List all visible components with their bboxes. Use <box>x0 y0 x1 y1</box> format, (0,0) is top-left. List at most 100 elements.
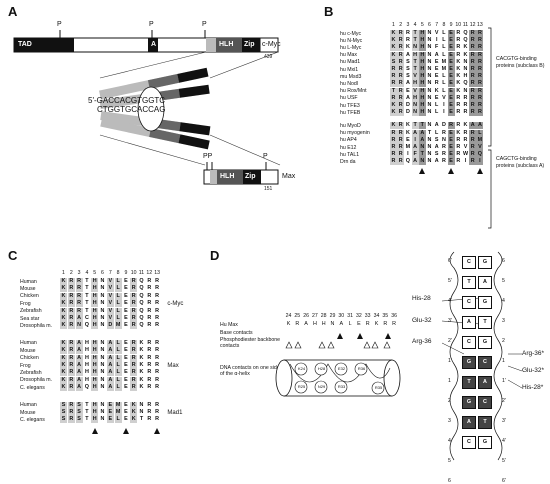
residue: V <box>106 292 114 300</box>
residue: V <box>106 285 114 293</box>
cmyc-hlh: HLH <box>219 41 234 48</box>
residue: H <box>91 384 99 392</box>
residue: N <box>100 285 105 292</box>
residue: K <box>60 339 67 347</box>
residue: T <box>85 278 89 284</box>
residue: H <box>91 278 99 285</box>
base-pair-right: T <box>478 316 492 329</box>
sequence-name: mu Msd3 <box>340 73 362 80</box>
residue: A <box>75 339 83 347</box>
residue: L <box>442 37 446 44</box>
residue: R <box>130 362 138 369</box>
residue: L <box>114 300 122 308</box>
residue-number: 24 <box>285 313 292 319</box>
helix-residue: R36 <box>357 366 366 371</box>
residue: L <box>114 292 122 300</box>
species-name: Frog <box>20 300 31 307</box>
residue: H <box>91 369 99 377</box>
position-number: 1 <box>62 270 65 276</box>
residue: R <box>397 129 405 137</box>
residue: R <box>147 409 152 415</box>
residue: K <box>60 315 67 322</box>
helix-residue: H28 <box>317 366 326 371</box>
residue: R <box>390 151 397 159</box>
base-pair-right: G <box>478 436 492 449</box>
residue: R <box>390 80 397 88</box>
residue: K <box>60 278 67 285</box>
residue: R <box>130 354 138 362</box>
key-position-marker <box>154 427 161 434</box>
species-name: C. elegans <box>20 416 45 423</box>
residue: R <box>147 401 152 408</box>
residue: R <box>155 285 160 292</box>
residue: K <box>139 347 144 354</box>
residue: R <box>147 369 152 376</box>
residue: E <box>447 51 455 59</box>
strand-position-left: 3 <box>448 418 451 424</box>
residue: A <box>434 158 439 165</box>
residue: R <box>397 66 405 73</box>
residue: R <box>469 80 477 88</box>
residue: Q <box>139 278 144 284</box>
species-name: Mouse <box>20 409 36 416</box>
residue: S <box>60 416 67 424</box>
species-name: Zebrafish <box>20 308 42 315</box>
residue: K <box>390 44 397 52</box>
residue: R <box>397 102 405 109</box>
residue-number: 33 <box>364 313 371 319</box>
residue: A <box>411 144 419 151</box>
residue: R <box>476 44 484 52</box>
residue: S <box>75 409 83 416</box>
residue: H <box>418 102 426 109</box>
sequence-name: hu Mxi1 <box>340 66 359 73</box>
residue: R <box>441 144 446 150</box>
residue: R <box>397 122 405 130</box>
max-pp: PP <box>203 153 213 160</box>
strand-position-right: 4 <box>502 298 505 304</box>
residue: V <box>106 315 114 322</box>
strand-position-right: 2' <box>502 398 506 404</box>
residue: R <box>130 285 138 293</box>
residue: H <box>418 80 426 88</box>
position-number: 5 <box>420 22 424 28</box>
residue: Q <box>139 307 144 314</box>
residue: E <box>447 66 455 73</box>
residue: E <box>447 109 455 117</box>
residue: E <box>106 409 114 416</box>
residue: R <box>405 37 410 44</box>
residue: R <box>469 44 477 52</box>
residue: M <box>441 58 447 65</box>
residue: H <box>411 80 419 88</box>
residue: T <box>411 37 419 45</box>
residue: A <box>75 354 83 362</box>
strand-position-right: 1' <box>502 378 506 384</box>
residue: R <box>476 37 484 45</box>
residue: H <box>91 285 99 293</box>
residue: R <box>155 315 160 321</box>
key-position-marker <box>122 427 129 434</box>
residue: M <box>441 66 447 72</box>
residue: R <box>155 278 160 284</box>
residue-number: 28 <box>320 313 327 319</box>
position-number: 3 <box>77 270 81 276</box>
residue: L <box>442 44 446 51</box>
residue: R <box>147 278 152 284</box>
residue: H <box>84 354 89 361</box>
annot-arg36-star: Arg-36* <box>522 350 545 357</box>
residue: A <box>106 347 114 355</box>
residue: E <box>124 384 128 391</box>
residue: K <box>139 376 144 383</box>
residue: T <box>411 30 419 37</box>
residue: R <box>469 30 477 37</box>
residue: N <box>100 307 105 314</box>
position-number: 11 <box>462 22 469 28</box>
residue: H <box>84 347 89 354</box>
max-hlh: HLH <box>220 173 235 180</box>
species-name: Drosophila m. <box>20 377 53 384</box>
residue: L <box>114 285 122 293</box>
cmyc-p2: P <box>149 21 154 28</box>
residue: F <box>435 44 439 51</box>
residue: E <box>124 376 128 383</box>
residue: R <box>130 278 138 285</box>
